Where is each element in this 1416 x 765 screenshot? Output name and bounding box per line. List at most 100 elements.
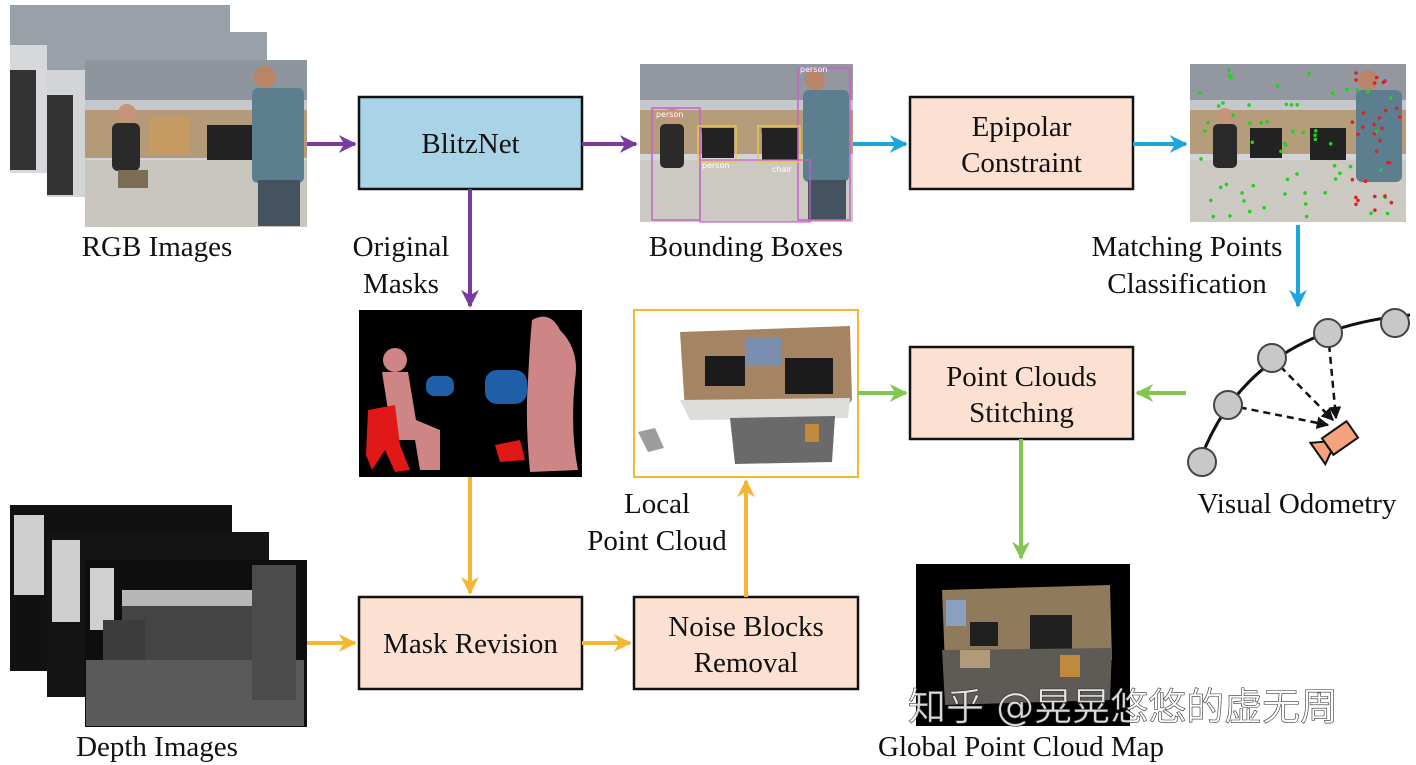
match-point — [1361, 125, 1365, 129]
match-point — [1218, 185, 1223, 190]
match-point — [1383, 108, 1388, 113]
match-point — [1303, 191, 1307, 195]
visual-odometry-label: Visual Odometry — [1198, 488, 1397, 520]
match-point — [1355, 88, 1359, 92]
match-point — [1284, 102, 1289, 107]
match-point — [1389, 96, 1393, 100]
match-point — [1295, 172, 1299, 176]
match-point — [1374, 149, 1379, 154]
match-point — [1216, 104, 1221, 108]
epipolar-label-line2: Constraint — [961, 147, 1082, 179]
match-point — [1383, 194, 1387, 198]
local-point-cloud-image — [633, 309, 859, 478]
match-point — [1199, 157, 1203, 161]
match-point — [1313, 133, 1317, 138]
match-point — [1250, 140, 1255, 145]
bbox-tag: tv — [701, 127, 709, 136]
blitznet-box: BlitzNet — [357, 95, 584, 191]
match-point — [1283, 141, 1287, 146]
match-point — [1247, 209, 1252, 214]
epipolar-label-line1: Epipolar — [972, 111, 1072, 143]
stitch-label-line2: Stitching — [969, 397, 1074, 429]
match-point — [1354, 78, 1358, 82]
match-point — [1226, 68, 1231, 72]
seated-person — [112, 104, 148, 188]
keyframe-node-icon — [1257, 343, 1287, 373]
match-point — [1389, 200, 1394, 205]
match-point — [1332, 163, 1337, 168]
match-point — [1259, 121, 1264, 125]
match-point — [1374, 75, 1379, 80]
match-point — [1331, 91, 1335, 96]
noise-label-line1: Noise Blocks — [668, 611, 823, 643]
match-point — [1221, 101, 1225, 105]
match-point — [1227, 73, 1232, 78]
arrows — [307, 135, 1307, 652]
bounding-boxes-label: Bounding Boxes — [649, 231, 843, 263]
bbox-tag: tv — [761, 127, 769, 136]
mask-revision-box: Mask Revision — [357, 595, 584, 691]
match-point — [1306, 71, 1311, 76]
match-point — [1361, 111, 1366, 115]
bounding-boxes-image: person person tv tv person chair — [640, 64, 853, 223]
match-point — [1328, 142, 1333, 146]
match-point — [1356, 132, 1360, 137]
global-point-cloud-map — [916, 564, 1130, 726]
match-point — [1354, 71, 1358, 75]
match-point — [1231, 113, 1235, 117]
bbox-tag: person — [702, 161, 729, 170]
match-point — [1372, 122, 1376, 127]
match-point — [1354, 202, 1358, 207]
bbox-tag: chair — [772, 165, 793, 174]
mask-revision-label: Mask Revision — [383, 628, 558, 660]
match-point — [1285, 177, 1290, 182]
depth-image-stack — [10, 505, 307, 727]
match-point — [1363, 179, 1368, 183]
match-point — [1381, 80, 1385, 85]
match-point — [1209, 198, 1213, 203]
match-point — [1283, 192, 1287, 196]
original-masks-image — [359, 310, 582, 477]
visual-odometry-diagram — [1187, 308, 1411, 477]
labels: RGB Images Depth Images Original Masks B… — [76, 231, 1397, 763]
keyframe-node-icon — [1313, 318, 1343, 348]
match-point — [1395, 106, 1399, 111]
match-point — [1380, 126, 1384, 131]
camera-icon — [1308, 419, 1360, 467]
match-point — [1198, 91, 1202, 95]
rgb-frame-front — [85, 60, 307, 227]
match-point — [1240, 191, 1244, 195]
global-map-label: Global Point Cloud Map — [878, 731, 1164, 763]
match-point — [1323, 191, 1327, 195]
matching-points-image — [1190, 64, 1406, 222]
match-point — [1348, 164, 1353, 169]
keyframe-node-icon — [1380, 308, 1410, 338]
standing-person — [252, 66, 304, 226]
match-point — [1338, 171, 1342, 176]
match-point — [1295, 103, 1299, 107]
match-point — [1377, 116, 1382, 120]
match-point — [1291, 129, 1295, 134]
match-point — [1356, 198, 1360, 203]
noise-blocks-removal-box: Noise Blocks Removal — [632, 595, 860, 691]
bbox-tag: person — [656, 110, 683, 119]
match-point — [1333, 177, 1338, 181]
point-clouds-stitching-box: Point Clouds Stitching — [908, 345, 1135, 441]
match-point — [1289, 103, 1294, 107]
match-point — [1211, 214, 1216, 219]
noise-label-line2: Removal — [694, 647, 799, 679]
match-point — [1350, 120, 1355, 124]
match-point — [1379, 168, 1383, 173]
match-point — [1242, 199, 1246, 203]
match-point — [1228, 214, 1232, 218]
bbox-tag: person — [800, 65, 827, 74]
match-point — [1372, 81, 1377, 85]
match-point — [1224, 182, 1229, 187]
match-point — [1203, 129, 1207, 133]
match-point — [1373, 208, 1377, 212]
match-points — [1198, 68, 1402, 219]
match-point — [1398, 115, 1402, 119]
match-point — [1373, 194, 1377, 199]
match-point — [1313, 137, 1318, 142]
